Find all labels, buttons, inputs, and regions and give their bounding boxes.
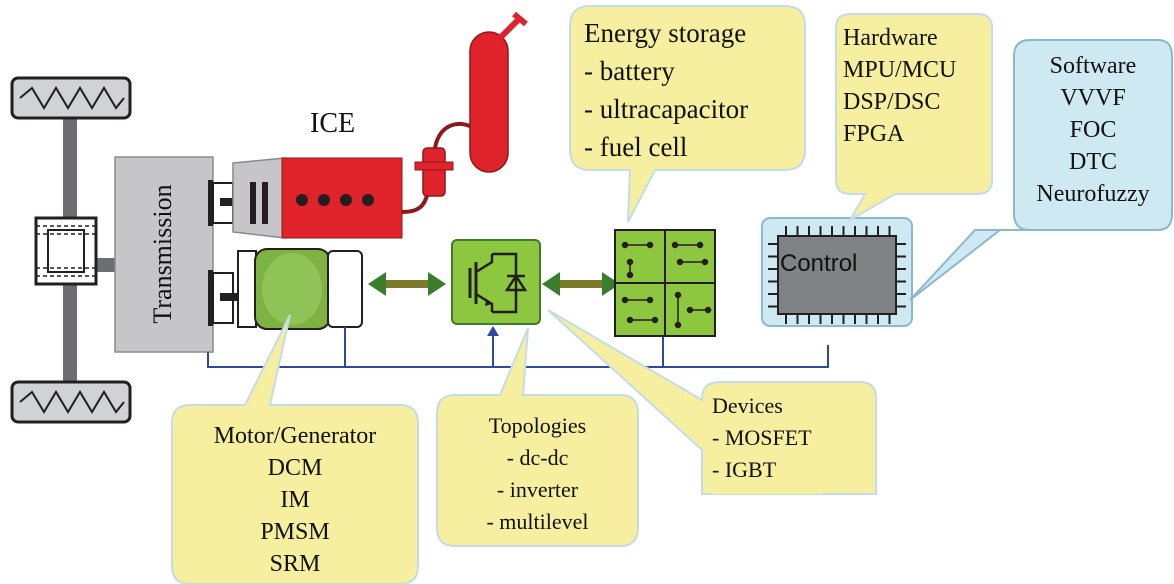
- transmission-label: Transmission: [148, 184, 177, 324]
- callout-line: Neurofuzzy: [1036, 181, 1150, 207]
- callout-line: PMSM: [260, 519, 330, 545]
- fuel-filter-icon: [414, 147, 454, 197]
- callout-line: - dc-dc: [506, 445, 569, 470]
- devices-bubble: [547, 309, 877, 495]
- energy-storage-text: Energy storage - battery - ultracapacito…: [584, 14, 748, 166]
- topologies-text: Topologies - dc-dc - inverter - multilev…: [437, 410, 638, 538]
- callout-line: FOC: [1069, 117, 1117, 143]
- callout-line: - IGBT: [712, 457, 777, 482]
- bidirectional-arrow-icon: [542, 272, 620, 296]
- battery-grid-icon: [614, 229, 716, 337]
- wheel-icon: [10, 76, 132, 120]
- motor-icon: [237, 248, 363, 330]
- callout-line: SRM: [269, 551, 321, 577]
- control-label: Control: [780, 250, 858, 277]
- motor-generator-text: Motor/Generator DCM IM PMSM SRM: [172, 420, 418, 580]
- igbt-icon: [451, 239, 541, 325]
- fuel-tank-icon: [469, 11, 528, 173]
- devices-text: Devices - MOSFET - IGBT: [712, 390, 812, 486]
- topologies-bubble: [436, 327, 639, 547]
- callout-line: Energy storage: [584, 18, 747, 48]
- callout-line: - fuel cell: [584, 132, 688, 162]
- chip-icon: [761, 217, 913, 327]
- callout-line: - battery: [584, 56, 675, 86]
- callout-line: DSP/DSC: [843, 89, 941, 115]
- callout-line: - ultracapacitor: [584, 94, 749, 124]
- callout-line: Software: [1049, 53, 1137, 79]
- callout-line: Motor/Generator: [213, 423, 377, 449]
- callout-line: Hardware: [843, 25, 938, 51]
- hardware-bubble: [835, 13, 993, 223]
- callout-line: Topologies: [488, 413, 587, 438]
- callout-line: MPU/MCU: [843, 57, 957, 83]
- transmission-box: [114, 156, 214, 353]
- energy-storage-bubble: [569, 5, 806, 223]
- callout-line: - inverter: [496, 477, 579, 502]
- hardware-text: Hardware MPU/MCU DSP/DSC FPGA: [843, 22, 956, 150]
- callout-line: DCM: [267, 455, 323, 481]
- callout-line: - MOSFET: [712, 425, 812, 450]
- differential-icon: [34, 216, 98, 286]
- clutch-housing: [232, 157, 286, 239]
- wheel-icon: [10, 380, 132, 424]
- software-text: Software VVVF FOC DTC Neurofuzzy: [1014, 50, 1172, 210]
- callout-line: VVVF: [1060, 85, 1126, 111]
- callout-line: Devices: [712, 393, 783, 418]
- callout-line: IM: [280, 487, 310, 513]
- software-bubble: [909, 39, 1173, 301]
- callout-line: FPGA: [843, 121, 905, 147]
- ice-label: ICE: [310, 108, 356, 139]
- bidirectional-arrow-icon: [368, 272, 446, 296]
- engine-icon: [281, 157, 403, 239]
- callout-line: DTC: [1069, 149, 1117, 175]
- callout-line: - multilevel: [486, 509, 589, 534]
